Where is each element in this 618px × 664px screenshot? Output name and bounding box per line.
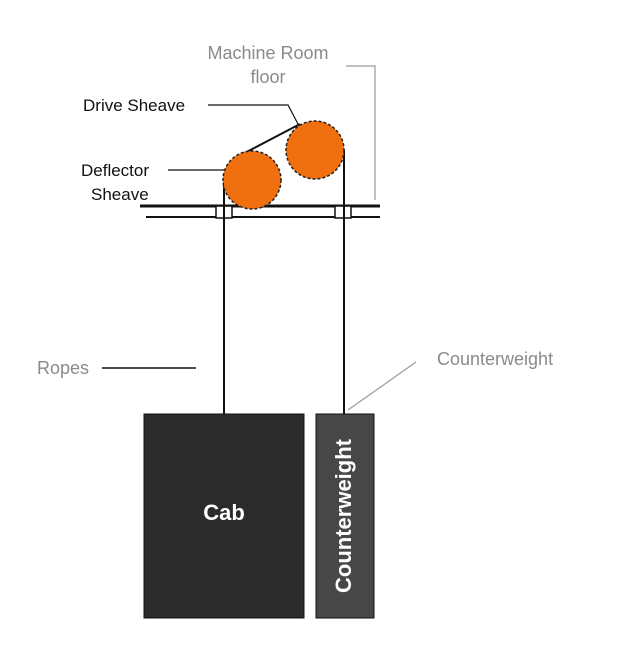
deflector-sheave-label-line1: Deflector [81,161,149,180]
cab-box [143,413,305,619]
ropes-label: Ropes [37,358,89,378]
deflector-sheave-label-line2: Sheave [91,185,149,204]
counterweight-box-label: Counterweight [331,438,356,593]
deflector-sheave [222,150,282,210]
machine-room-label-line1: Machine Room [207,43,328,63]
machine-room-label-line2: floor [250,67,285,87]
drive-sheave-label: Drive Sheave [83,96,185,115]
drive-sheave [285,120,345,180]
machine-room-leader [346,65,376,200]
counterweight-box [315,413,375,619]
drive-sheave-leader [208,104,299,125]
counterweight-callout-leader [347,361,417,411]
counterweight-callout-label: Counterweight [437,349,553,369]
cab-label: Cab [203,500,245,525]
